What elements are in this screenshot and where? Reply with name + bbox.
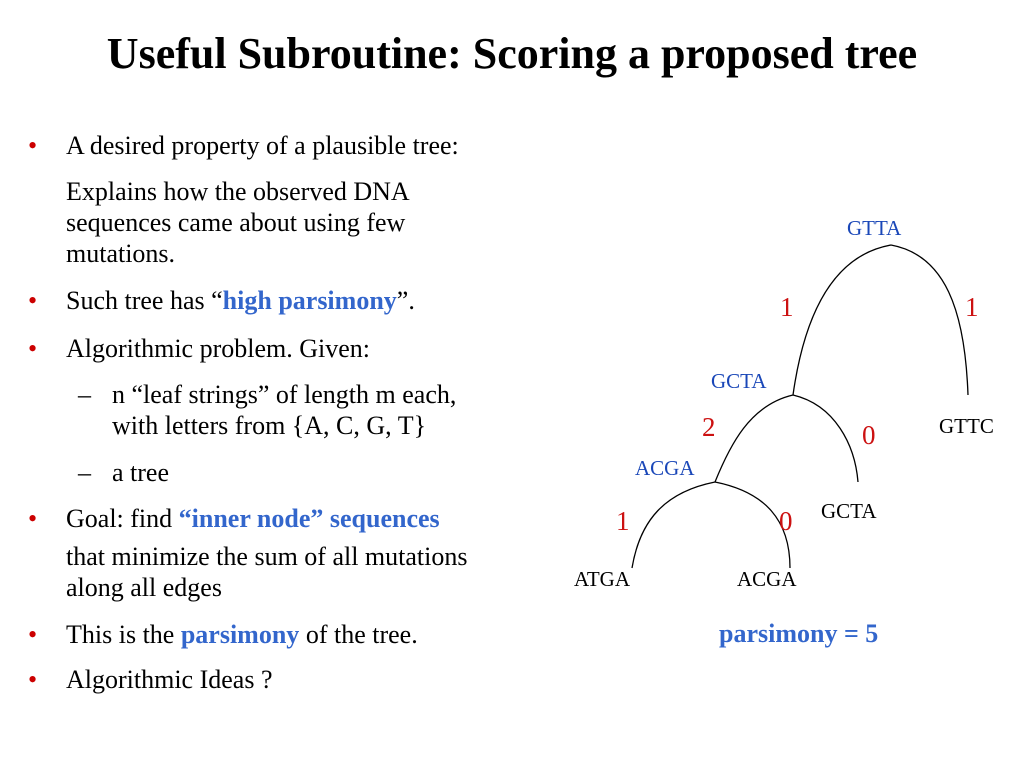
bullet-text: Goal: find “inner node” sequences xyxy=(66,503,440,534)
leaf-acga: ACGA xyxy=(737,567,797,591)
highlight-parsimony: parsimony xyxy=(180,620,300,649)
bullet-text: A desired property of a plausible tree: xyxy=(66,131,459,160)
bullet-text-part: of the tree. xyxy=(299,620,418,649)
edge-weight-inner1-left: 2 xyxy=(702,412,716,442)
bullet-text-part: ”. xyxy=(396,286,415,315)
edge-root-to-gttc xyxy=(890,244,969,396)
edge-weight-root-right: 1 xyxy=(965,292,979,322)
bullet-text: Algorithmic problem. Given: xyxy=(66,334,371,363)
bullet-text-part: Goal: find xyxy=(66,504,179,533)
edge-inner2-to-atga xyxy=(631,481,716,569)
sub-bullet-text: n “leaf strings” of length m each, xyxy=(112,380,457,409)
sub-bullet-text: a tree xyxy=(112,458,170,487)
dash-marker: – xyxy=(78,380,91,409)
bullet-text-part: Such tree has “ xyxy=(66,286,223,315)
bullet-text-part: This is the xyxy=(66,620,181,649)
parsimony-tree-diagram: GTTA GCTA ACGA GTTC GCTA ATGA ACGA 1 1 2… xyxy=(560,200,1024,670)
slide-title: Useful Subroutine: Scoring a proposed tr… xyxy=(106,29,918,78)
bullet-text: along all edges xyxy=(66,573,222,602)
edge-inner2-to-acga xyxy=(714,481,791,569)
leaf-atga: ATGA xyxy=(574,567,630,591)
edge-weight-inner1-right: 0 xyxy=(862,420,876,450)
node-root: GTTA xyxy=(847,216,902,240)
leaf-gcta: GCTA xyxy=(821,499,877,523)
highlight-inner-node-sequences: “inner node” sequences xyxy=(178,504,440,533)
bullet-text: sequences came about using few xyxy=(66,208,406,237)
bullet-marker: • xyxy=(28,131,38,160)
tree-edges xyxy=(631,244,969,569)
edge-root-to-inner1 xyxy=(792,244,892,396)
node-inner2: ACGA xyxy=(635,456,695,480)
bullet-marker: • xyxy=(28,504,38,533)
edge-inner1-to-gcta xyxy=(792,394,859,483)
highlight-high-parsimony: high parsimony xyxy=(222,286,397,315)
edge-weight-root-left: 1 xyxy=(780,292,794,322)
bullet-text: This is the parsimony of the tree. xyxy=(66,619,418,650)
bullet-text: mutations. xyxy=(66,239,176,268)
dash-marker: – xyxy=(78,458,91,487)
bullet-marker: • xyxy=(28,620,38,649)
bullet-text: Explains how the observed DNA xyxy=(66,177,410,206)
bullet-text: that minimize the sum of all mutations xyxy=(66,542,468,571)
parsimony-total: parsimony = 5 xyxy=(719,619,879,648)
bullet-marker: • xyxy=(28,334,38,363)
leaf-gttc: GTTC xyxy=(939,414,994,438)
bullet-marker: • xyxy=(28,665,38,694)
edge-inner1-to-inner2 xyxy=(714,394,794,483)
bullet-text: Algorithmic Ideas ? xyxy=(66,665,273,694)
node-inner1: GCTA xyxy=(711,369,767,393)
edge-weight-inner2-right: 0 xyxy=(779,506,793,536)
bullet-text: Such tree has “high parsimony”. xyxy=(66,285,415,316)
bullet-marker: • xyxy=(28,286,38,315)
sub-bullet-text: with letters from {A, C, G, T} xyxy=(112,411,427,440)
edge-weight-inner2-left: 1 xyxy=(616,506,630,536)
